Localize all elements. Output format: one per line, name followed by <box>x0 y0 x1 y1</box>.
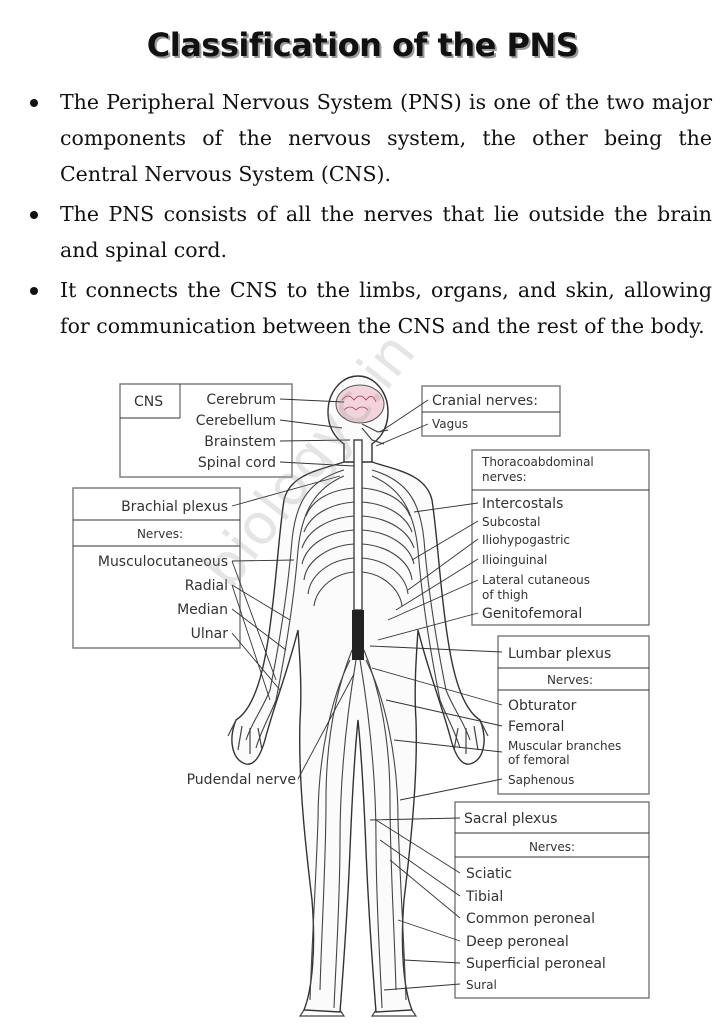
lumbar-item: of femoral <box>508 753 570 767</box>
arm-nerves <box>245 469 471 749</box>
thoracoabdominal-header-line1: Thoracoabdominal <box>481 455 594 469</box>
cranial-item-vagus: Vagus <box>432 417 468 431</box>
brachial-item: Radial <box>185 578 228 594</box>
thoracoabdominal-item: Genitofemoral <box>482 606 582 622</box>
lumbar-label-group: Lumbar plexus Nerves: Obturator Femoral … <box>369 635 650 801</box>
bullet-text: The PNS consists of all the nerves that … <box>60 202 712 262</box>
spinal-cord <box>353 439 363 611</box>
cranial-box <box>421 385 561 437</box>
sacral-item: Sciatic <box>466 866 512 882</box>
sacral-pointer-lines <box>369 817 461 991</box>
thoracoabdominal-header-line2: nerves: <box>482 470 527 484</box>
thoracoabdominal-label-group: Thoracoabdominal nerves: Intercostals Su… <box>377 449 650 641</box>
cns-item-brainstem: Brainstem <box>204 434 276 450</box>
brachial-item: Ulnar <box>191 626 229 642</box>
left-hand-fingers <box>227 719 263 754</box>
thoracoabdominal-item: of thigh <box>482 588 528 602</box>
brachial-item: Median <box>177 602 228 618</box>
cns-item-cerebellum: Cerebellum <box>196 413 276 429</box>
cranial-label-group: Cranial nerves: Vagus <box>375 385 561 447</box>
nervous-system-diagram: CNS Cerebrum Cerebellum Brainstem Spinal… <box>72 375 650 1017</box>
cranial-pointer-lines <box>375 399 429 447</box>
sacral-item: Superficial peroneal <box>466 956 606 972</box>
brachial-label-group: Brachial plexus Nerves: Musculocutaneous… <box>72 475 341 701</box>
nerve-network <box>245 423 471 1009</box>
brachial-pointer-lines <box>231 475 341 701</box>
bullet-dot <box>30 211 38 219</box>
sacral-label-group: Sacral plexus Nerves: Sciatic Tibial Com… <box>369 801 650 999</box>
lumbar-item: Saphenous <box>508 773 574 787</box>
thoracoabdominal-item: Subcostal <box>482 515 540 529</box>
thoracoabdominal-item: Iliohypogastric <box>482 533 570 547</box>
cns-label-group: CNS Cerebrum Cerebellum Brainstem Spinal… <box>119 383 355 478</box>
bullet-item: The PNS consists of all the nerves that … <box>26 196 712 268</box>
cns-item-cerebrum: Cerebrum <box>206 392 276 408</box>
brachial-item: Musculocutaneous <box>98 554 228 570</box>
bullet-text: The Peripheral Nervous System (PNS) is o… <box>60 90 712 186</box>
cauda-equina <box>352 610 364 660</box>
right-hand-fingers <box>453 719 489 754</box>
page-title: Classification of the PNS <box>146 26 579 64</box>
bullet-list: The Peripheral Nervous System (PNS) is o… <box>26 84 712 348</box>
bullet-item: The Peripheral Nervous System (PNS) is o… <box>26 84 712 192</box>
bullet-dot <box>30 99 38 107</box>
torso-outline <box>231 461 485 1013</box>
cns-pointer-lines <box>279 398 355 467</box>
bullet-text: It connects the CNS to the limbs, organs… <box>60 278 712 338</box>
lumbar-item: Obturator <box>508 698 577 714</box>
sacral-item: Tibial <box>465 889 503 905</box>
cns-header: CNS <box>134 394 163 410</box>
cranial-header: Cranial nerves: <box>432 393 538 409</box>
lumbar-item: Muscular branches <box>508 739 621 753</box>
lumbar-item: Femoral <box>508 719 564 735</box>
thoracoabdominal-pointer-lines <box>377 502 479 641</box>
brain <box>335 384 385 424</box>
bullet-dot <box>30 287 38 295</box>
thoracoabdominal-item: Lateral cutaneous <box>482 573 590 587</box>
thoracoabdominal-box <box>471 449 650 626</box>
sacral-header: Sacral plexus <box>464 811 557 827</box>
sacral-item: Sural <box>466 978 497 992</box>
lumbar-pointer-lines <box>369 645 503 801</box>
bullet-item: It connects the CNS to the limbs, organs… <box>26 272 712 344</box>
brachial-header: Brachial plexus <box>121 499 228 515</box>
right-foot <box>370 1009 418 1017</box>
cranial-nerve-lines <box>361 423 389 445</box>
sacral-item: Common peroneal <box>466 911 595 927</box>
sacral-item: Deep peroneal <box>466 934 569 950</box>
leg-nerves <box>309 649 407 1009</box>
sacral-subheader: Nerves: <box>529 840 575 854</box>
thoracoabdominal-item: Intercostals <box>482 496 563 512</box>
pudendal-pointer-line <box>297 673 355 780</box>
cns-item-spinal-cord: Spinal cord <box>198 455 276 471</box>
thoracoabdominal-item: Ilioinguinal <box>482 553 547 567</box>
sacral-box <box>454 801 650 999</box>
left-foot <box>298 1009 346 1017</box>
brain-folds <box>341 395 377 411</box>
intercostal-nerves <box>301 487 415 607</box>
lumbar-box <box>497 635 650 795</box>
pudendal-label: Pudendal nerve <box>187 772 296 788</box>
lumbar-header: Lumbar plexus <box>508 646 611 662</box>
lumbar-subheader: Nerves: <box>547 673 593 687</box>
pudendal-label-group: Pudendal nerve <box>187 673 355 788</box>
brachial-box <box>72 487 241 649</box>
cns-box <box>119 383 293 478</box>
brachial-subheader: Nerves: <box>137 527 183 541</box>
body-figure <box>227 375 489 1017</box>
